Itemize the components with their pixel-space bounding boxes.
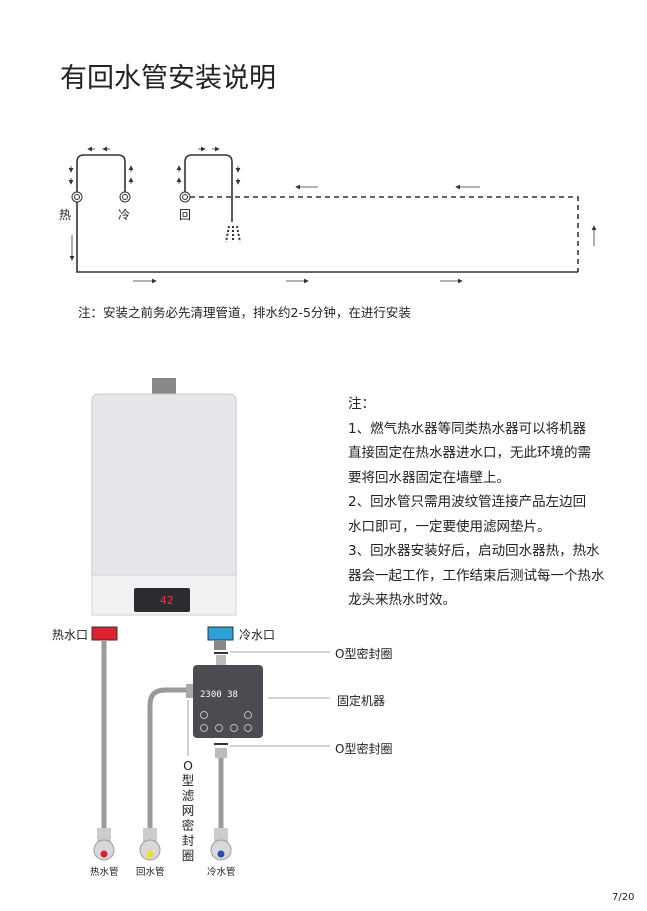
fixed-machine-label: 固定机器 (337, 694, 386, 708)
return-pipe-label: 回水管 (136, 867, 165, 878)
cold-pipe-label: 冷水管 (207, 867, 236, 878)
hot-pipe-label: 热水管 (90, 867, 119, 878)
filter-seal-label: O型滤网密封圈 (181, 758, 195, 863)
svg-text:42: 42 (160, 594, 173, 607)
o-ring-bottom-label: O型密封圈 (335, 742, 393, 756)
page-number: 7/20 (612, 892, 635, 903)
cold-label: 冷 (118, 208, 131, 222)
install-note: 注：安装之前务必先清理管道，排水约2-5分钟，在进行安装 (78, 305, 411, 320)
return-pump-device (193, 665, 263, 738)
hot-label: 热 (59, 208, 72, 222)
o-ring-top-label: O型密封圈 (335, 647, 393, 661)
shower-icon (225, 225, 241, 243)
valves (93, 828, 232, 861)
svg-text:2300 38: 2300 38 (200, 690, 238, 700)
return-label: 回 (179, 208, 192, 222)
description: 注： 1、燃气热水器等同类热水器可以将机器直接固定在热水器进水口，无此环境的需要… (348, 396, 605, 608)
hot-outlet-label: 热水口 (52, 628, 89, 642)
page-title: 有回水管安装说明 (60, 63, 276, 94)
cold-inlet-label: 冷水口 (239, 628, 276, 642)
water-heater: 42 (91, 378, 237, 650)
